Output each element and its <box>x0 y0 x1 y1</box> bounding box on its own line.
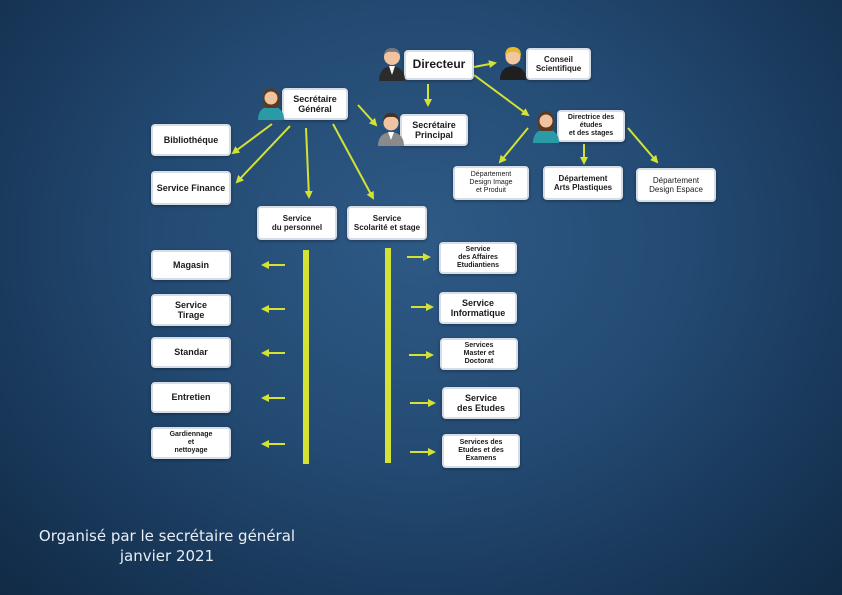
directrice-avatar-icon <box>533 111 559 143</box>
etudes-examens-box[interactable]: Services des Etudes et des Examens <box>442 434 520 468</box>
departement-design-image-box[interactable]: Département Design Image et Produit <box>453 166 529 200</box>
entretien-label: Entretien <box>171 392 211 403</box>
arrow-directeur-directrice <box>473 74 530 117</box>
conseil-avatar-icon <box>500 47 526 80</box>
affaires-etudiantiens-label: Service des Affaires Etudiantiens <box>456 245 499 270</box>
service-etudes-label: Service des Etudes <box>456 392 505 413</box>
secretaire-general-avatar-icon <box>258 88 284 120</box>
directeur-avatar-icon <box>379 48 405 81</box>
departement-design-image-label: Département Design Image et Produit <box>469 170 513 195</box>
footer-line-2: janvier 2021 <box>119 547 215 566</box>
master-doctorat-label: Services Master et Doctorat <box>463 341 495 366</box>
arrow-directeur-conseil <box>473 60 497 69</box>
service-finance-box[interactable]: Service Finance <box>151 171 231 205</box>
bibliotheque-box[interactable]: Bibliothéque <box>151 124 231 156</box>
entretien-box[interactable]: Entretien <box>151 382 231 413</box>
directrice-box[interactable]: Directrice des études et des stages <box>557 110 625 142</box>
personnel-bar <box>303 250 309 464</box>
arrow-sg-secretaire-principal <box>357 104 378 127</box>
directeur-label: Directeur <box>412 57 466 72</box>
standar-label: Standar <box>174 347 208 358</box>
arrow-directrice-design-image <box>498 127 529 164</box>
service-informatique-box[interactable]: Service Informatique <box>439 292 517 324</box>
etudes-examens-label: Services des Etudes et des Examens <box>458 438 504 463</box>
gardiennage-label: Gardiennage et nettoyage <box>169 430 213 455</box>
service-finance-label: Service Finance <box>156 182 226 193</box>
scolarite-bar <box>385 248 391 463</box>
departement-design-espace-label: Département Design Espace <box>649 175 703 194</box>
departement-design-espace-box[interactable]: Département Design Espace <box>636 168 716 202</box>
service-etudes-box[interactable]: Service des Etudes <box>442 387 520 419</box>
affaires-etudiantiens-box[interactable]: Service des Affaires Etudiantiens <box>439 242 517 274</box>
secretaire-principal-box[interactable]: Secrétaire Principal <box>400 114 468 146</box>
service-scolarite-label: Service Scolarité et stage <box>353 213 421 232</box>
conseil-label: Conseil Scientifique <box>535 54 582 73</box>
footer-line-1: Organisé par le secrétaire général <box>38 527 296 545</box>
bibliotheque-label: Bibliothéque <box>163 134 219 145</box>
gardiennage-box[interactable]: Gardiennage et nettoyage <box>151 427 231 459</box>
secretaire-principal-label: Secrétaire Principal <box>412 119 456 140</box>
service-informatique-label: Service Informatique <box>450 297 506 318</box>
departement-arts-plastiques-box[interactable]: Département Arts Plastiques <box>543 166 623 200</box>
directrice-label: Directrice des études et des stages <box>567 113 615 138</box>
secretaire-principal-avatar-icon <box>378 113 404 146</box>
magasin-box[interactable]: Magasin <box>151 250 231 280</box>
standar-box[interactable]: Standar <box>151 337 231 368</box>
service-tirage-label: Service Tirage <box>174 299 208 320</box>
master-doctorat-box[interactable]: Services Master et Doctorat <box>440 338 518 370</box>
departement-arts-plastiques-label: Département Arts Plastiques <box>553 173 613 192</box>
conseil-scientifique-box[interactable]: Conseil Scientifique <box>526 48 591 80</box>
service-tirage-box[interactable]: Service Tirage <box>151 294 231 326</box>
footer-caption: Organisé par le secrétaire général janvi… <box>22 526 312 567</box>
service-scolarite-box[interactable]: Service Scolarité et stage <box>347 206 427 240</box>
arrow-sg-finance <box>235 125 291 184</box>
magasin-label: Magasin <box>172 259 209 270</box>
service-personnel-label: Service du personnel <box>271 213 323 232</box>
directeur-box[interactable]: Directeur <box>404 50 474 80</box>
arrow-sg-bibliotheque <box>231 123 273 155</box>
arrow-sg-personnel <box>304 127 313 199</box>
secretaire-general-box[interactable]: Secrétaire Général <box>282 88 348 120</box>
service-personnel-box[interactable]: Service du personnel <box>257 206 337 240</box>
secretaire-general-label: Secrétaire Général <box>293 93 337 114</box>
arrow-directrice-design-espace <box>627 127 659 164</box>
arrow-sg-scolarite <box>332 123 374 200</box>
